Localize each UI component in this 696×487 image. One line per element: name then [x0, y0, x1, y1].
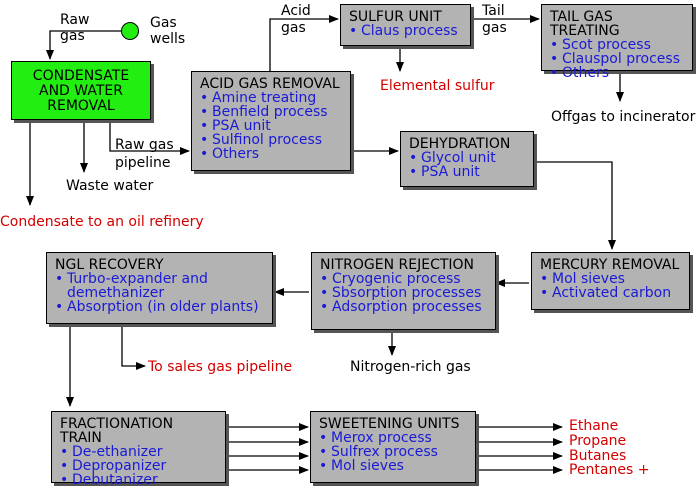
tail-gas-label: Tail gas [482, 3, 507, 36]
acid-gas-removal-title: ACID GAS REMOVAL [200, 76, 340, 92]
nitrogen-rejection-title: NITROGEN REJECTION [320, 257, 475, 273]
dehydration-title: DEHYDRATION [409, 136, 511, 152]
sulfur-unit-list: Claus process [349, 24, 462, 38]
list-item: PSA unit [409, 165, 525, 179]
mercury-removal-title: MERCURY REMOVAL [540, 257, 680, 273]
arrow-wells-to-condensate [46, 30, 121, 60]
list-item: Merox process [319, 431, 467, 445]
list-item: Mol sieves [540, 272, 681, 286]
condensate-box: CONDENSATE AND WATER REMOVAL [11, 61, 151, 120]
sulfur-unit-box: SULFUR UNIT Claus process [340, 4, 471, 46]
list-item: Cryogenic process [320, 272, 487, 286]
ngl-recovery-title: NGL RECOVERY [55, 257, 164, 273]
gas-wells-circle [121, 22, 139, 40]
arrow-condensate-to-acid-gas [109, 120, 190, 155]
list-item: Activated carbon [540, 286, 681, 300]
list-item: De-ethanizer [60, 445, 217, 459]
list-item: Others [200, 147, 342, 161]
sweetening-box: SWEETENING UNITS Merox process Sulfrex p… [310, 411, 476, 483]
offgas-label: Offgas to incinerator [551, 109, 696, 125]
list-item: Adsorption processes [320, 300, 487, 314]
mercury-removal-list: Mol sieves Activated carbon [540, 272, 681, 300]
acid-gas-label: Acid gas [281, 3, 311, 36]
product-pentanes: Pentanes + [569, 462, 650, 478]
list-item: Depropanizer [60, 459, 217, 473]
sulfur-unit-title: SULFUR UNIT [349, 9, 442, 25]
fractionation-title: FRACTIONATION TRAIN [60, 416, 174, 446]
acid-gas-removal-list: Amine treating Benfield process PSA unit… [200, 91, 342, 161]
condensate-title: CONDENSATE AND WATER REMOVAL [32, 68, 130, 114]
nitrogen-rejection-box: NITROGEN REJECTION Cryogenic process Sbs… [311, 252, 496, 330]
list-item: Clauspol process [550, 52, 684, 66]
list-item: Sbsorption processes [320, 286, 487, 300]
gas-wells-label: Gas wells [150, 15, 186, 47]
list-item: Benfield process [200, 105, 342, 119]
list-item: PSA unit [200, 119, 342, 133]
list-item: Mol sieves [319, 459, 467, 473]
elemental-sulfur-label: Elemental sulfur [380, 78, 495, 94]
raw-gas-pipeline-label: Raw gas pipeline [115, 137, 174, 171]
product-ethane: Ethane [569, 418, 619, 434]
nitrogen-rejection-list: Cryogenic process Sbsorption processes A… [320, 272, 487, 314]
list-item: Others [550, 66, 684, 80]
sweetening-title: SWEETENING UNITS [319, 416, 460, 432]
list-item: Turbo-expander and demethanizer [55, 272, 264, 300]
list-item: Sulfrex process [319, 445, 467, 459]
nitrogen-rich-label: Nitrogen-rich gas [350, 359, 471, 375]
ngl-recovery-box: NGL RECOVERY Turbo-expander and demethan… [46, 252, 273, 324]
sweetening-list: Merox process Sulfrex process Mol sieves [319, 431, 467, 473]
list-item: Scot process [550, 38, 684, 52]
arrow-dehydration-to-mercury [534, 161, 616, 250]
acid-gas-removal-box: ACID GAS REMOVAL Amine treating Benfield… [191, 71, 351, 171]
tail-gas-treating-list: Scot process Clauspol process Others [550, 38, 684, 80]
list-item: Claus process [349, 24, 462, 38]
mercury-removal-box: MERCURY REMOVAL Mol sieves Activated car… [531, 252, 690, 310]
arrow-ngl-to-sales [121, 324, 146, 370]
ngl-recovery-list: Turbo-expander and demethanizer Absorpti… [55, 272, 264, 314]
product-propane: Propane [569, 433, 627, 449]
list-item: Glycol unit [409, 151, 525, 165]
list-item: Sulfinol process [200, 133, 342, 147]
list-item: Absorption (in older plants) [55, 300, 264, 314]
tail-gas-treating-box: TAIL GAS TREATING Scot process Clauspol … [541, 4, 693, 80]
fractionation-box: FRACTIONATION TRAIN De-ethanizer Depropa… [51, 411, 226, 487]
raw-gas-in-label: Raw gas [60, 12, 90, 44]
dehydration-box: DEHYDRATION Glycol unit PSA unit [400, 131, 534, 187]
fractionation-list: De-ethanizer Depropanizer Debutanizer [60, 445, 217, 487]
dehydration-list: Glycol unit PSA unit [409, 151, 525, 179]
condensate-refinery-label: Condensate to an oil refinery [0, 214, 204, 230]
list-item: Debutanizer [60, 473, 217, 487]
sales-gas-label: To sales gas pipeline [148, 359, 293, 375]
arrow-acid-gas-to-sulfur [269, 15, 339, 71]
product-butanes: Butanes [569, 448, 627, 464]
waste-water-label: Waste water [66, 178, 154, 194]
tail-gas-treating-title: TAIL GAS TREATING [550, 9, 620, 39]
list-item: Amine treating [200, 91, 342, 105]
